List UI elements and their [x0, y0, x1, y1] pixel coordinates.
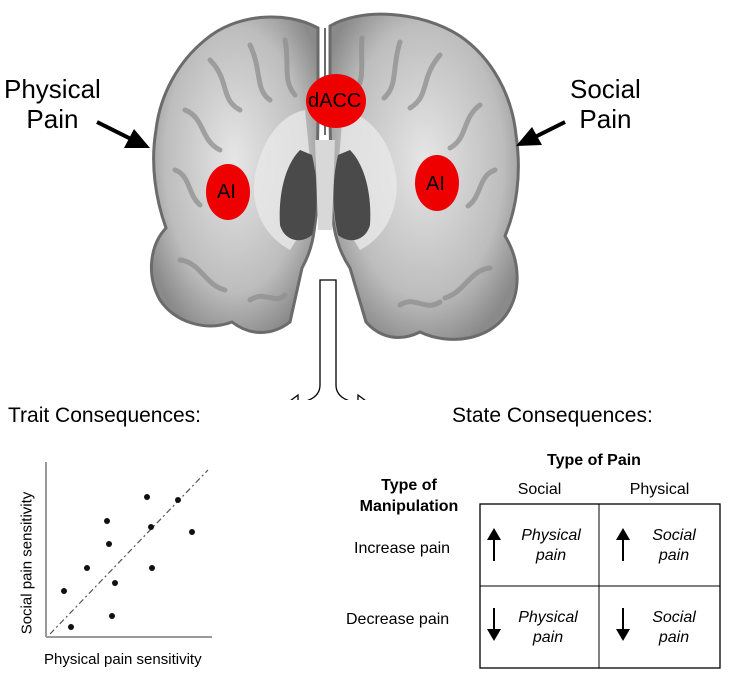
cell-decrease-social: Physical pain	[500, 608, 596, 648]
up-arrow-icon	[616, 528, 630, 561]
region-ai-left-label: AI	[217, 181, 236, 203]
split-arrow	[290, 279, 366, 400]
physical-pain-label-line1: Physical	[4, 74, 101, 104]
state-consequences-title: State Consequences:	[452, 404, 653, 427]
down-arrow-icon	[487, 608, 501, 641]
table-header-manipulation-line2: Manipulation	[359, 498, 459, 515]
down-arrow-icon	[616, 608, 630, 641]
cell-decrease-social-line1: Physical	[518, 609, 578, 626]
cell-increase-physical: Social pain	[626, 526, 722, 566]
physical-pain-arrow	[96, 120, 150, 148]
scatter-point	[149, 565, 155, 571]
social-pain-arrow	[516, 120, 566, 146]
trait-scatter-plot	[45, 462, 212, 638]
brain-section	[149, 12, 520, 341]
social-pain-label-line1: Social	[570, 74, 641, 104]
table-header-type-of-pain: Type of Pain	[547, 452, 641, 469]
cell-decrease-physical: Social pain	[626, 608, 722, 648]
physical-pain-label: Physical Pain	[4, 74, 101, 134]
cell-decrease-physical-line2: pain	[658, 629, 690, 646]
scatter-x-label: Physical pain sensitivity	[44, 651, 202, 668]
column-header-social: Social	[517, 481, 562, 498]
scatter-y-label: Social pain sensitivity	[18, 491, 36, 635]
scatter-point	[104, 518, 110, 524]
row-label-increase: Increase pain	[354, 540, 451, 557]
scatter-point	[84, 565, 90, 571]
column-header-physical: Physical	[629, 481, 690, 498]
scatter-point	[112, 580, 118, 586]
social-pain-label: Social Pain	[570, 74, 641, 134]
scatter-trend-line	[49, 469, 209, 635]
trait-consequences-title: Trait Consequences:	[8, 404, 201, 427]
physical-pain-label-line2: Pain	[26, 104, 79, 134]
cell-increase-physical-line1: Social	[652, 527, 696, 544]
state-table-grid	[479, 503, 721, 669]
scatter-point	[61, 588, 67, 594]
cell-increase-social: Physical pain	[503, 526, 599, 566]
scatter-point	[148, 524, 154, 530]
table-header-manipulation-line1: Type of	[381, 477, 437, 494]
cell-increase-social-line2: pain	[535, 547, 567, 564]
scatter-point	[175, 497, 181, 503]
cell-increase-physical-line2: pain	[658, 547, 690, 564]
cell-decrease-social-line2: pain	[532, 629, 564, 646]
scatter-point	[106, 541, 112, 547]
row-label-decrease: Decrease pain	[346, 611, 450, 628]
region-dacc	[306, 74, 366, 128]
table-header-manipulation: Type of Manipulation	[345, 475, 473, 517]
cell-increase-social-line1: Physical	[521, 527, 581, 544]
social-pain-label-line2: Pain	[579, 104, 632, 134]
region-ai-right-label: AI	[426, 173, 445, 195]
up-arrow-icon	[487, 528, 501, 561]
region-ai-left	[206, 164, 250, 220]
cell-decrease-physical-line1: Social	[652, 609, 696, 626]
scatter-point	[109, 613, 115, 619]
region-dacc-label: dACC	[308, 90, 362, 112]
scatter-point	[189, 529, 195, 535]
scatter-point	[68, 624, 74, 630]
region-ai-right	[415, 155, 459, 211]
brain-illustration	[96, 12, 566, 400]
scatter-point	[144, 494, 150, 500]
